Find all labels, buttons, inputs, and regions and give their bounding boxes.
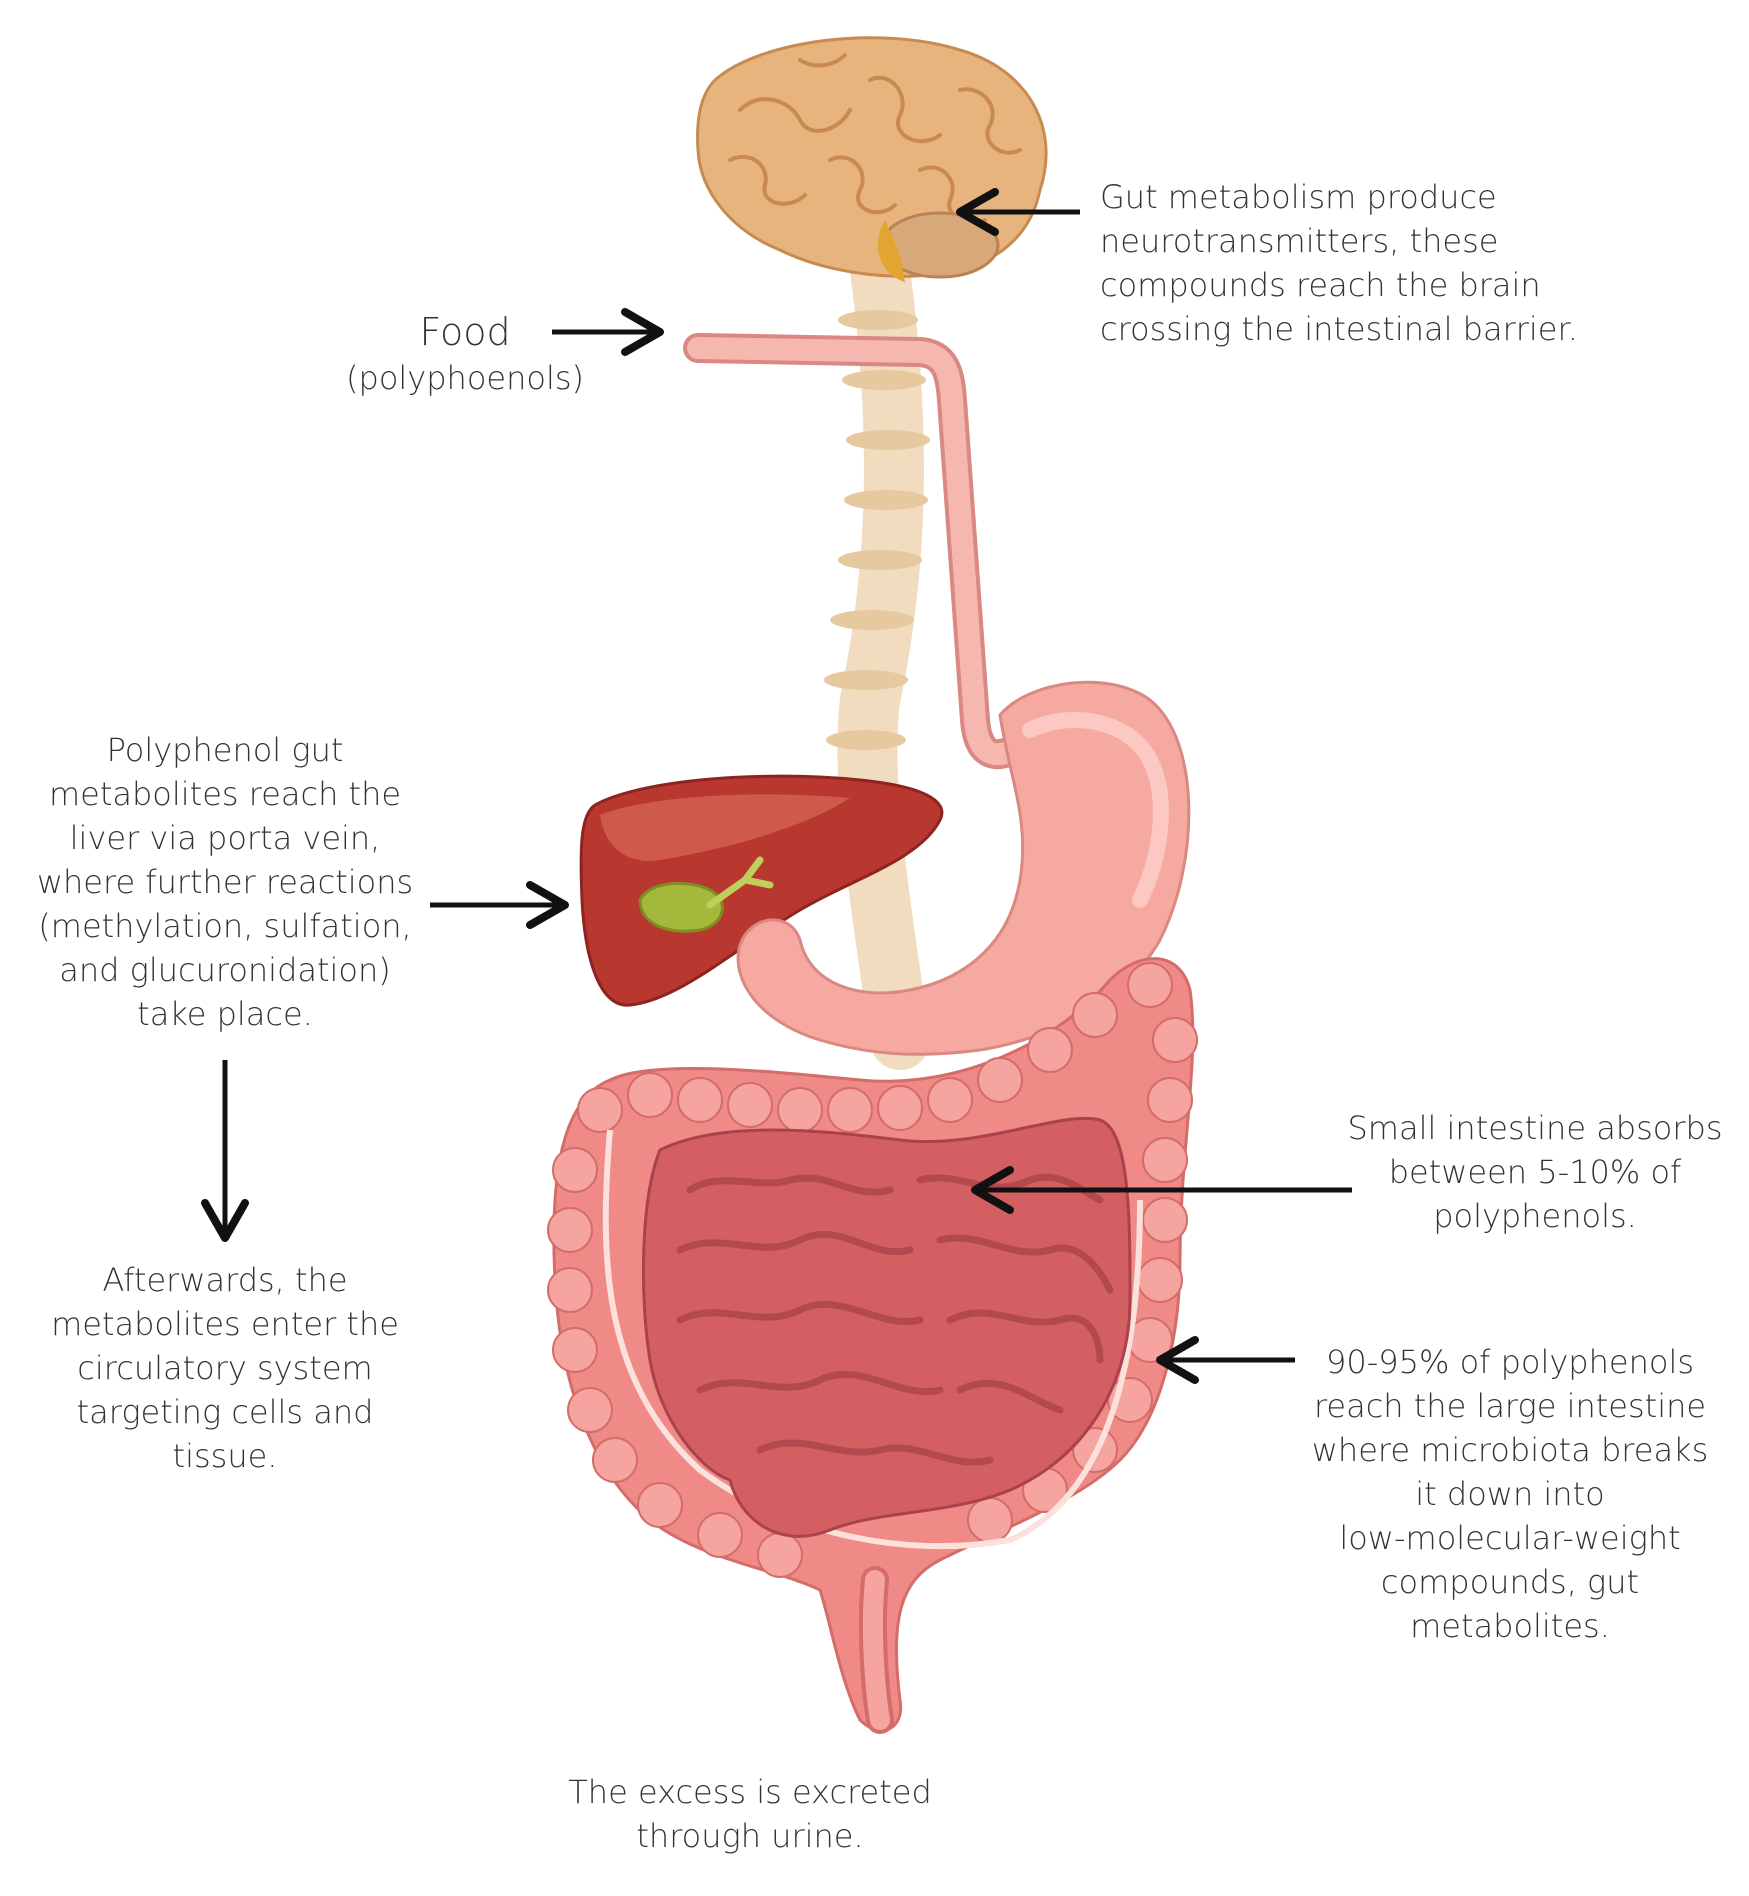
label-large-intestine-line: compounds, gut (1380, 1563, 1640, 1601)
label-small-intestine-line: Small intestine absorbs (1347, 1109, 1723, 1147)
label-large-intestine-line: it down into (1415, 1475, 1605, 1513)
esophagus (683, 333, 1035, 770)
spine (824, 240, 930, 1070)
label-urine: The excess is excreted through urine. (540, 1770, 960, 1858)
label-large-intestine-line: low-molecular-weight (1339, 1519, 1681, 1557)
label-brain-line: neurotransmitters, these (1100, 222, 1499, 260)
label-large-intestine-line: where microbiota breaks (1311, 1431, 1709, 1469)
label-liver-line: and glucuronidation) (59, 951, 391, 989)
label-brain: Gut metabolism produce neurotransmitters… (1100, 175, 1700, 351)
label-brain-line: crossing the intestinal barrier. (1100, 310, 1578, 348)
label-food-subtitle: (polyphoenols) (346, 359, 584, 397)
label-brain-line: compounds reach the brain (1100, 266, 1541, 304)
label-liver-line: metabolites reach the (48, 775, 402, 813)
label-circulation-line: Afterwards, the (102, 1261, 348, 1299)
label-large-intestine-line: 90-95% of polyphenols (1326, 1343, 1694, 1381)
label-circulation-line: metabolites enter the (51, 1305, 399, 1343)
stomach (736, 680, 1191, 1056)
label-large-intestine-line: reach the large intestine (1313, 1387, 1707, 1425)
label-urine-line: The excess is excreted (568, 1773, 932, 1811)
brain (696, 36, 1048, 282)
liver (579, 774, 944, 1007)
small-intestine (641, 1116, 1132, 1538)
label-liver-line: take place. (137, 995, 313, 1033)
label-food-title: Food (419, 310, 511, 354)
label-liver: Polyphenol gut metabolites reach the liv… (20, 728, 430, 1036)
label-liver-line: (methylation, sulfation, (38, 907, 412, 945)
label-circulation-line: circulatory system (77, 1349, 373, 1387)
label-small-intestine-line: between 5-10% of (1388, 1153, 1682, 1191)
label-small-intestine: Small intestine absorbs between 5-10% of… (1340, 1106, 1730, 1238)
label-circulation-line: targeting cells and (76, 1393, 374, 1431)
label-brain-line: Gut metabolism produce (1100, 178, 1497, 216)
label-liver-line: where further reactions (36, 863, 414, 901)
label-small-intestine-line: polyphenols. (1433, 1197, 1637, 1235)
label-circulation: Afterwards, the metabolites enter the ci… (30, 1258, 420, 1478)
label-large-intestine: 90-95% of polyphenols reach the large in… (1300, 1340, 1720, 1648)
label-urine-line: through urine. (636, 1817, 864, 1855)
label-food: Food (polyphoenols) (300, 308, 630, 400)
label-circulation-line: tissue. (172, 1437, 278, 1475)
label-liver-line: Polyphenol gut (106, 731, 344, 769)
label-large-intestine-line: metabolites. (1410, 1607, 1610, 1645)
label-liver-line: liver via porta vein, (69, 819, 381, 857)
